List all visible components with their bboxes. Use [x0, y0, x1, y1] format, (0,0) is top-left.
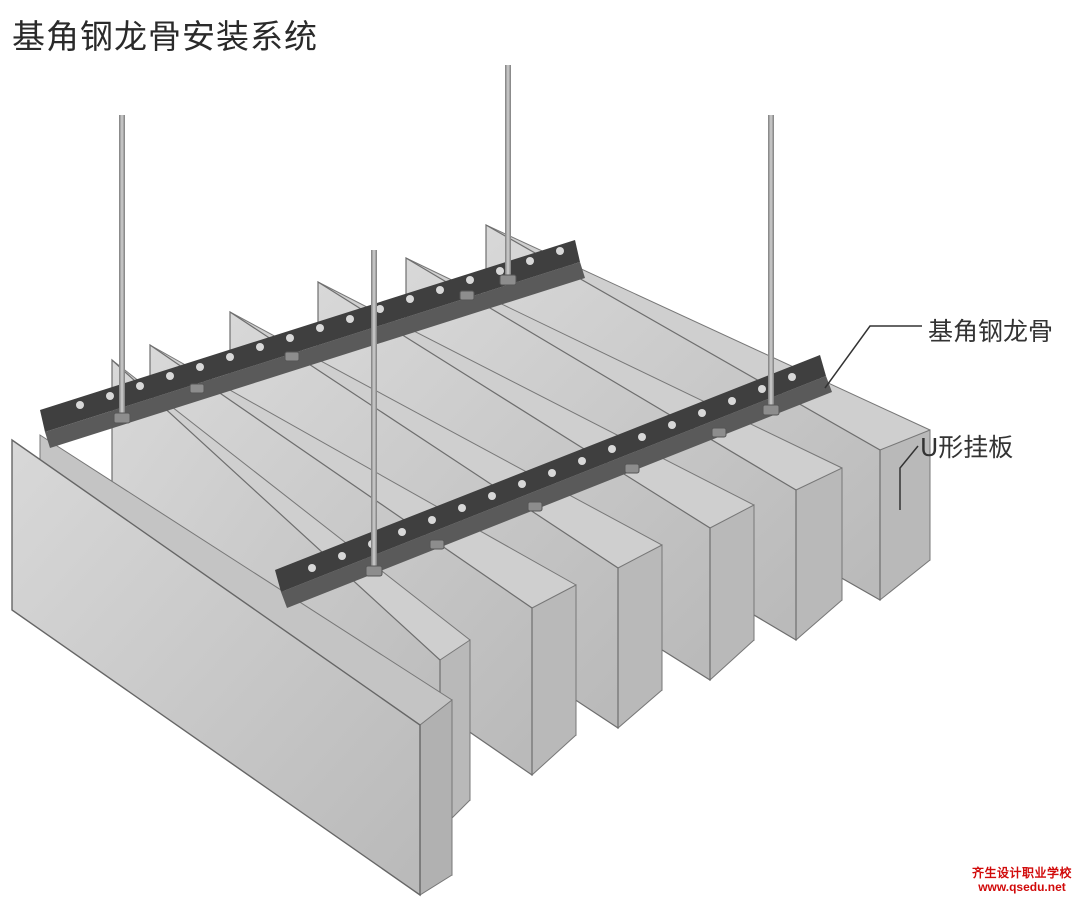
hanger-rod-2 [505, 65, 511, 280]
label-u-panel: U形挂板 [920, 433, 1014, 462]
hanger-rods [119, 65, 774, 575]
angle-steel-keel-front [275, 355, 832, 608]
watermark-url: www.qsedu.net [978, 880, 1066, 894]
hanger-rod-1 [119, 115, 125, 420]
leader-angle-steel [824, 325, 922, 389]
u-panels [11, 223, 931, 897]
u-panel-1 [11, 434, 453, 897]
leader-u-panel [899, 445, 919, 510]
watermark: 齐生设计职业学校 www.qsedu.net [972, 866, 1072, 894]
label-angle-steel-keel: 基角钢龙骨 [928, 317, 1054, 346]
diagram-title: 基角钢龙骨安装系统 [12, 17, 318, 56]
fastener-nuts [113, 274, 780, 577]
hanger-rod-3 [371, 250, 377, 575]
leader-lines [824, 325, 922, 510]
angle-steel-keel-back [40, 240, 585, 448]
watermark-name: 齐生设计职业学校 [971, 866, 1072, 880]
hanger-rod-4 [768, 115, 774, 415]
